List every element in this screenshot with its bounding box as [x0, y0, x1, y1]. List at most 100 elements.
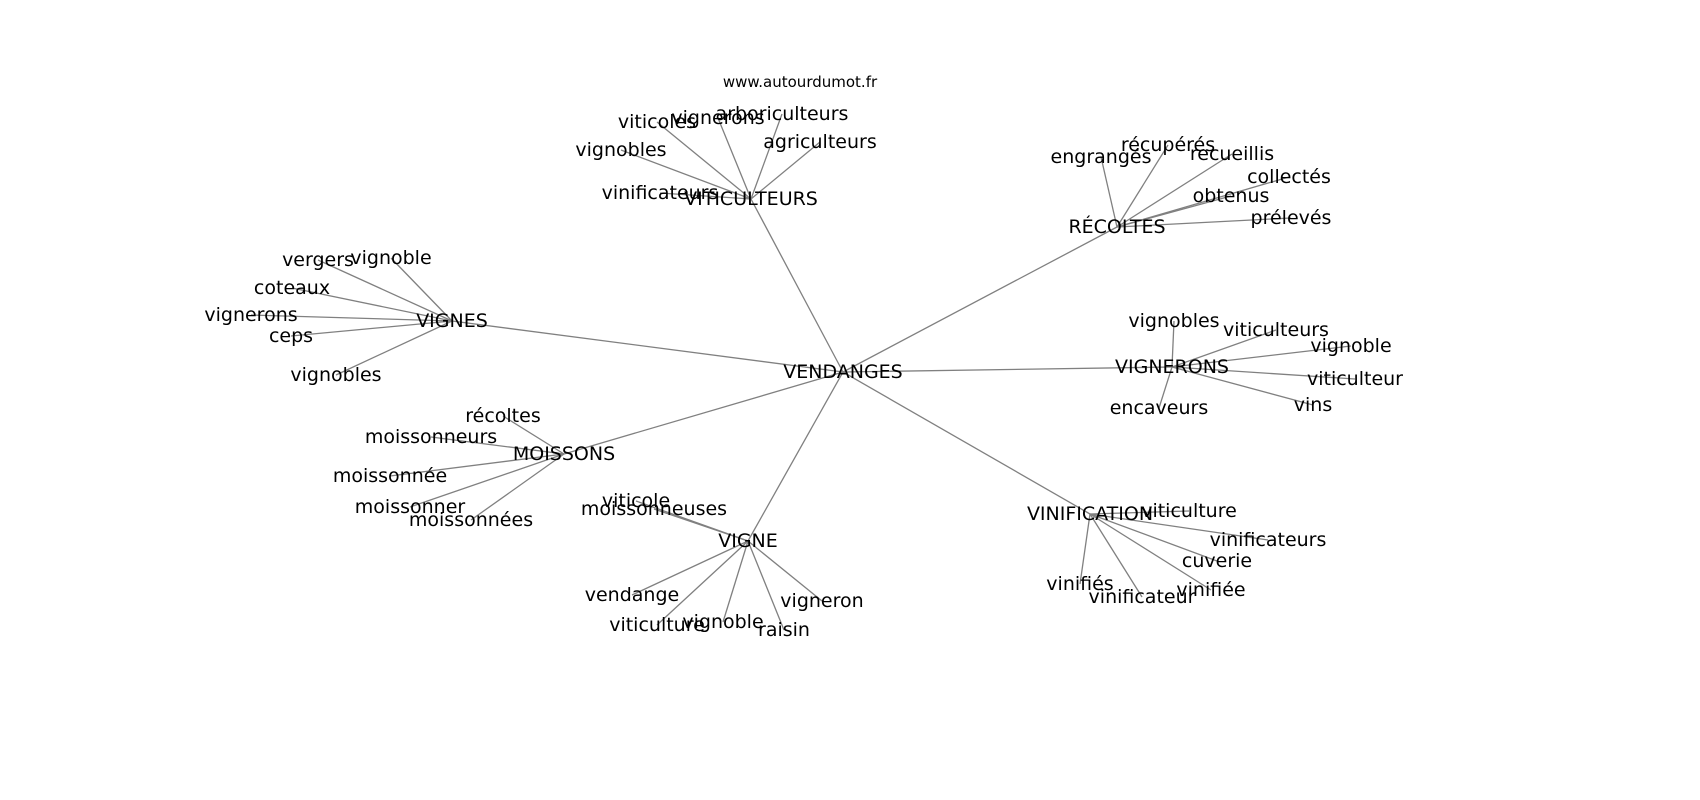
word-node: vignoble — [350, 247, 431, 269]
edge-center-to-cluster — [750, 198, 844, 373]
edge-cluster-to-word — [631, 540, 749, 596]
graph-edges — [250, 113, 1356, 631]
edge-cluster-to-word — [1116, 153, 1233, 228]
word-node: arboriculteurs — [716, 103, 849, 125]
word-node: moissonner — [355, 496, 466, 518]
word-node: vergers — [282, 249, 354, 271]
word-node: moissonneuses — [581, 498, 727, 520]
source-credit: www.autourdumot.fr — [723, 73, 878, 91]
edge-cluster-to-word — [1089, 513, 1212, 591]
cluster-node: VIGNES — [416, 310, 488, 332]
edge-center-to-cluster — [842, 226, 1118, 373]
center-node: VENDANGES — [783, 361, 903, 383]
edge-cluster-to-word — [290, 320, 453, 337]
edge-cluster-to-word — [750, 141, 821, 200]
graph-labels: viticolesvigneronsarboriculteursagricult… — [204, 103, 1403, 641]
word-node: vendange — [585, 584, 679, 606]
edge-cluster-to-word — [291, 287, 453, 322]
word-node: ceps — [269, 325, 313, 347]
edge-cluster-to-word — [1100, 156, 1118, 228]
edge-cluster-to-word — [653, 508, 749, 542]
edge-cluster-to-word — [747, 540, 785, 631]
word-node: récoltes — [465, 405, 540, 427]
word-node: vigneron — [780, 590, 863, 612]
edge-cluster-to-word — [1171, 366, 1356, 380]
cluster-node: VIGNE — [718, 530, 778, 552]
word-node: vinifiée — [1176, 579, 1245, 601]
edge-cluster-to-word — [750, 113, 783, 200]
edge-cluster-to-word — [1116, 217, 1292, 228]
word-node: encaveurs — [1110, 397, 1209, 419]
edge-cluster-to-word — [1171, 345, 1352, 368]
word-node: viticulture — [1141, 500, 1237, 522]
edge-cluster-to-word — [502, 415, 565, 455]
word-node: moissonneurs — [365, 426, 497, 448]
word-node: recueillis — [1190, 143, 1274, 165]
word-node: viticulteur — [1307, 368, 1403, 390]
edge-cluster-to-word — [1171, 366, 1314, 406]
edge-center-to-cluster — [842, 371, 1091, 515]
word-node: viticoles — [618, 111, 696, 133]
edge-cluster-to-word — [722, 540, 749, 623]
edge-center-to-cluster — [842, 366, 1173, 373]
edge-cluster-to-word — [250, 314, 453, 322]
word-node: vignerons — [671, 107, 764, 129]
edge-cluster-to-word — [1089, 513, 1143, 598]
word-node: collectés — [1247, 166, 1331, 188]
word-node: viticulture — [609, 614, 705, 636]
word-node: vignoble — [1310, 335, 1391, 357]
word-node: coteaux — [254, 277, 330, 299]
word-node: vignobles — [290, 364, 381, 386]
edge-cluster-to-word — [1089, 510, 1190, 515]
edge-cluster-to-word — [1171, 329, 1277, 368]
edge-cluster-to-word — [317, 259, 453, 322]
edge-cluster-to-word — [656, 121, 752, 200]
word-node: vinificateurs — [1210, 529, 1327, 551]
word-node: moissonnées — [409, 509, 533, 531]
edge-cluster-to-word — [409, 453, 565, 508]
word-node: vinifiés — [1046, 573, 1113, 595]
cluster-node: RÉCOLTES — [1068, 215, 1165, 238]
cluster-node: VINIFICATION — [1027, 503, 1153, 525]
edge-cluster-to-word — [430, 436, 565, 455]
edge-cluster-to-word — [1116, 144, 1169, 228]
cluster-node: VITICULTEURS — [684, 188, 818, 210]
edge-cluster-to-word — [470, 453, 565, 521]
word-node: vinificateurs — [602, 182, 719, 204]
cluster-node: MOISSONS — [513, 443, 615, 465]
word-node: agriculteurs — [763, 131, 876, 153]
word-node: engrangés — [1051, 146, 1152, 168]
cluster-node: VIGNERONS — [1115, 356, 1229, 378]
word-node: vignerons — [204, 304, 297, 326]
edge-center-to-cluster — [747, 371, 844, 542]
word-node: raisin — [758, 619, 810, 641]
word-node: récupérés — [1121, 134, 1215, 156]
edge-cluster-to-word — [620, 149, 752, 200]
word-node: obtenus — [1193, 185, 1270, 207]
word-node: vins — [1294, 394, 1332, 416]
word-node: prélevés — [1251, 207, 1332, 229]
word-node: moissonnée — [333, 465, 447, 487]
edge-cluster-to-word — [747, 540, 823, 602]
edge-center-to-cluster — [451, 320, 844, 373]
edge-cluster-to-word — [656, 540, 749, 626]
edge-cluster-to-word — [390, 257, 453, 322]
word-node: viticole — [602, 490, 670, 512]
edge-cluster-to-word — [717, 117, 752, 200]
edge-cluster-to-word — [1158, 366, 1173, 409]
word-node: vinificateur — [1089, 586, 1196, 608]
word-node: cuverie — [1182, 550, 1252, 572]
edge-cluster-to-word — [659, 192, 752, 200]
edge-cluster-to-word — [1089, 513, 1218, 562]
edge-cluster-to-word — [1116, 195, 1232, 228]
word-node: vignobles — [1128, 310, 1219, 332]
word-node: vignobles — [575, 139, 666, 161]
word-node: viticulteurs — [1223, 319, 1329, 341]
edge-cluster-to-word — [335, 320, 453, 376]
edge-cluster-to-word — [1089, 513, 1269, 541]
edge-cluster-to-word — [1171, 320, 1175, 368]
edge-cluster-to-word — [1079, 513, 1091, 585]
edge-center-to-cluster — [563, 371, 844, 455]
word-node: vignoble — [682, 611, 763, 633]
